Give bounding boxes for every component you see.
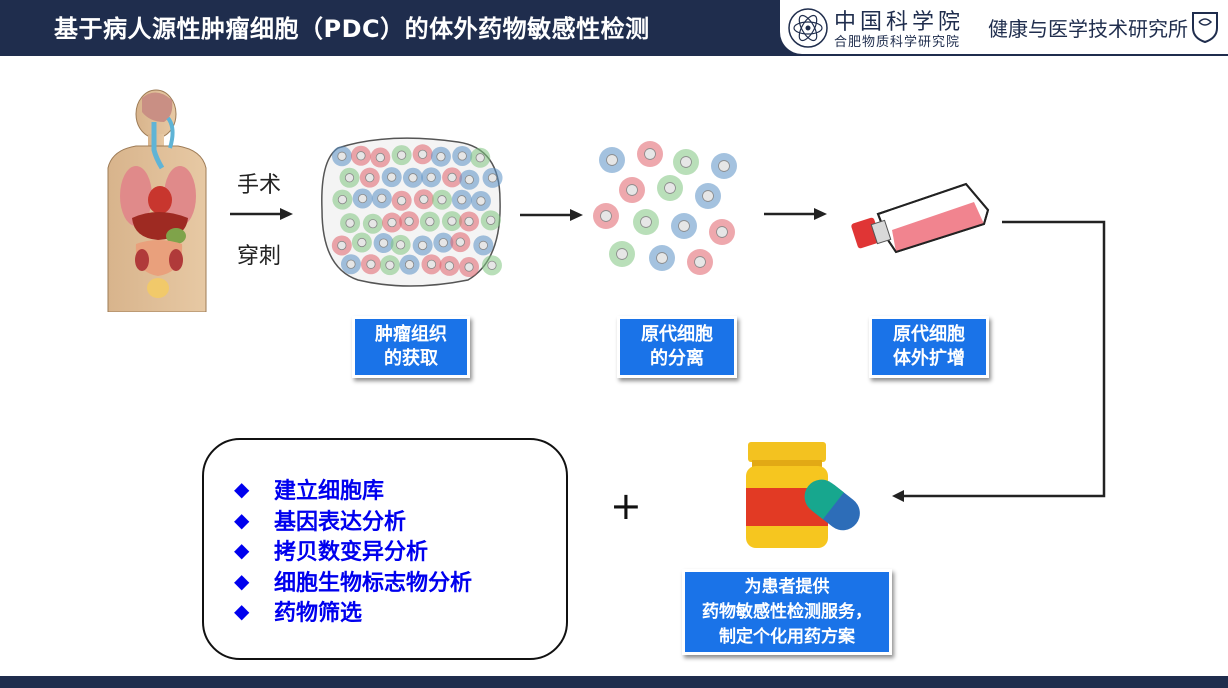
human-body-icon bbox=[107, 89, 207, 312]
list-item: ◆基因表达分析 bbox=[234, 507, 407, 535]
analysis-panel: ◆建立细胞库 ◆基因表达分析 ◆拷贝数变异分析 ◆细胞生物标志物分析 ◆药物筛选 bbox=[202, 438, 568, 660]
diamond-bullet-icon: ◆ bbox=[234, 538, 250, 563]
arrow-flask-to-medicine bbox=[892, 220, 1106, 502]
list-item: ◆细胞生物标志物分析 bbox=[234, 568, 473, 596]
science-island-emblem-icon bbox=[788, 8, 828, 48]
diamond-bullet-icon: ◆ bbox=[234, 599, 250, 624]
arrow-cells-to-flask bbox=[764, 208, 827, 220]
arrow-tissue-to-cells bbox=[520, 209, 583, 221]
stage-tissue-acquisition: 肿瘤组织 的获取 bbox=[352, 316, 470, 378]
diamond-bullet-icon: ◆ bbox=[234, 477, 250, 502]
diamond-bullet-icon: ◆ bbox=[234, 568, 250, 593]
stage-isolation-line2: 的分离 bbox=[650, 348, 704, 369]
page-title: 基于病人源性肿瘤细胞（PDC）的体外药物敏感性检测 bbox=[54, 15, 650, 43]
stage-tissue-line2: 的获取 bbox=[384, 348, 438, 369]
stage-isolation-line1: 原代细胞 bbox=[641, 324, 713, 345]
list-item: ◆拷贝数变异分析 bbox=[234, 538, 429, 566]
service-summary-box: 为患者提供 药物敏感性检测服务， 制定个化用药方案 bbox=[682, 569, 892, 655]
title-tab: 基于病人源性肿瘤细胞（PDC）的体外药物敏感性检测 bbox=[0, 0, 800, 56]
analysis-list: ◆建立细胞库 ◆基因表达分析 ◆拷贝数变异分析 ◆细胞生物标志物分析 ◆药物筛选 bbox=[234, 474, 472, 627]
service-line2: 药物敏感性检测服务， bbox=[702, 601, 872, 622]
list-item: ◆药物筛选 bbox=[234, 599, 363, 627]
isolated-cells-icon bbox=[593, 141, 737, 275]
stage-cell-isolation: 原代细胞 的分离 bbox=[617, 316, 737, 378]
procedure-surgery-label: 手术 bbox=[237, 173, 282, 198]
service-line1: 为患者提供 bbox=[744, 576, 830, 597]
footer-bar bbox=[0, 676, 1228, 688]
arrow-body-to-tissue bbox=[230, 208, 293, 220]
stage-cell-expansion: 原代细胞 体外扩增 bbox=[869, 316, 989, 378]
service-line3: 制定个化用药方案 bbox=[719, 626, 855, 647]
procedure-puncture-label: 穿刺 bbox=[237, 244, 282, 269]
culture-flask-icon bbox=[851, 182, 990, 254]
medicine-bottle-capsule-icon bbox=[746, 442, 860, 548]
tumor-tissue-icon bbox=[321, 137, 503, 287]
logo-area: 中国科学院 合肥物质科学研究院 健康与医学技术研究所 bbox=[780, 0, 1228, 54]
ihmt-badge-icon bbox=[1192, 12, 1218, 44]
stage-expansion-line2: 体外扩增 bbox=[893, 348, 965, 369]
logo-cas-text: 中国科学院 bbox=[834, 10, 965, 35]
plus-sign: + bbox=[610, 484, 642, 528]
logo-cas-subtitle: 合肥物质科学研究院 bbox=[834, 35, 961, 50]
logo-institute-text: 健康与医学技术研究所 bbox=[988, 17, 1188, 41]
stage-expansion-line1: 原代细胞 bbox=[893, 324, 965, 345]
list-item: ◆建立细胞库 bbox=[234, 477, 385, 505]
diamond-bullet-icon: ◆ bbox=[234, 507, 250, 532]
stage-tissue-line1: 肿瘤组织 bbox=[375, 324, 447, 345]
